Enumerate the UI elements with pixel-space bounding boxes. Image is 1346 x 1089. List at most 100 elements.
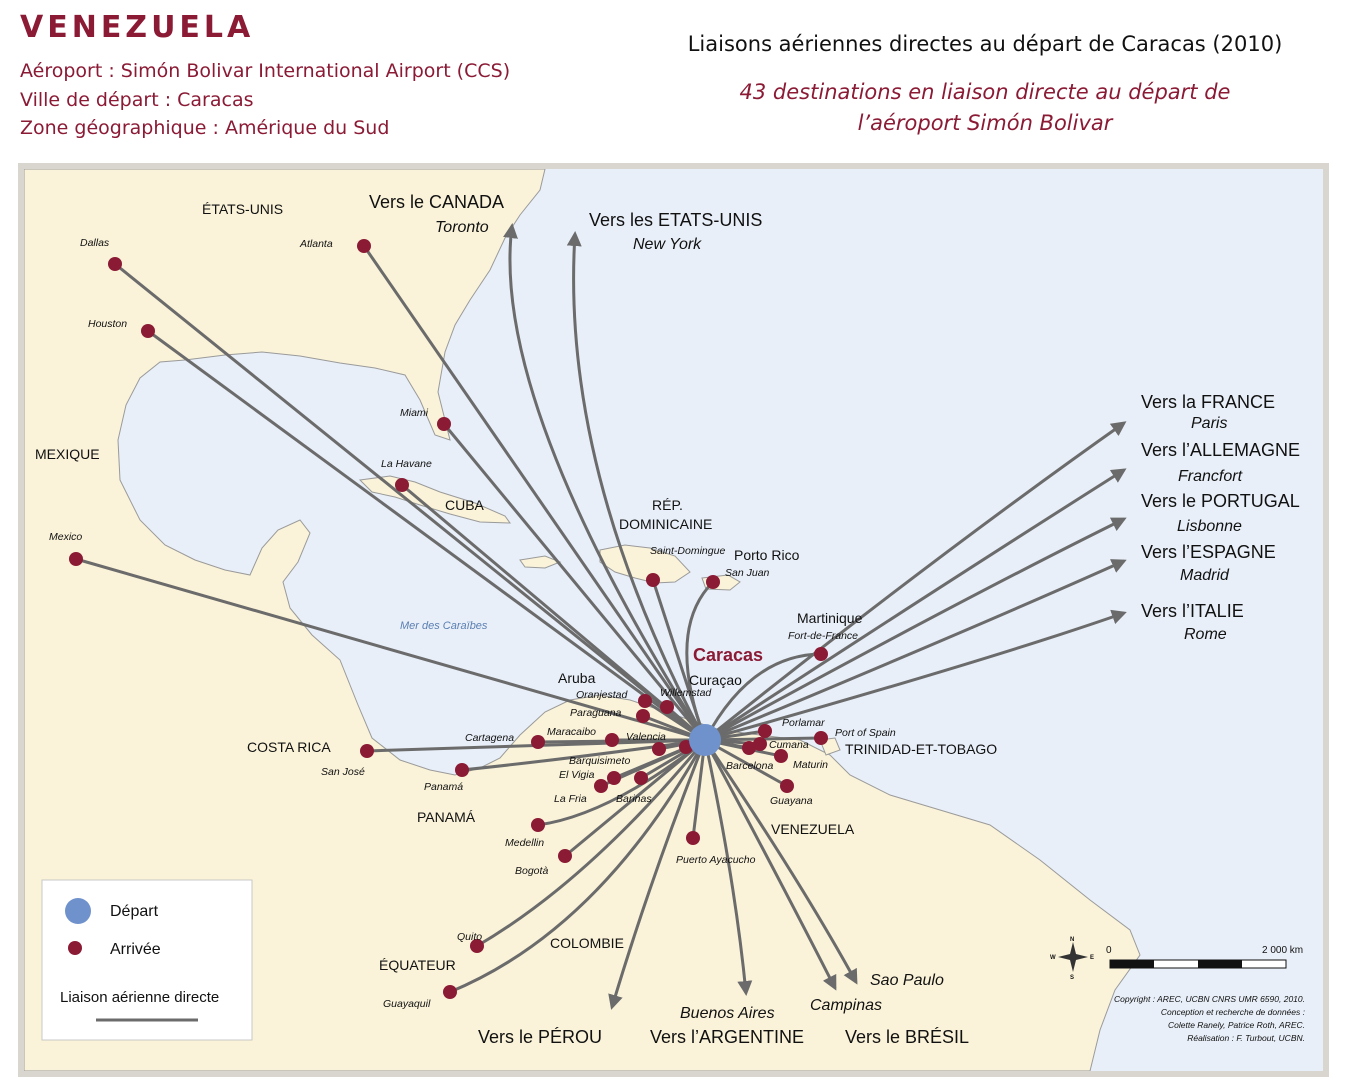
map-title: Liaisons aériennes directes au départ de…: [687, 32, 1283, 56]
dot-atlanta: [357, 239, 371, 253]
dot-bogota: [558, 849, 572, 863]
credit-line-4: Réalisation : F. Turbout, UCBN.: [1187, 1033, 1305, 1043]
label-curacao: Curaçao: [689, 672, 742, 688]
airport-line: Aéroport : Simón Bolivar International A…: [20, 60, 511, 82]
label-dallas: Dallas: [80, 237, 110, 249]
label-cartagena: Cartagena: [465, 732, 514, 744]
label-maracaibo: Maracaibo: [547, 726, 596, 738]
dot-cartagena: [531, 735, 545, 749]
label-vers-portugal: Vers le PORTUGAL: [1141, 491, 1300, 511]
label-puerto-ayacucho: Puerto Ayacucho: [676, 854, 756, 866]
dot-el-vigia: [594, 779, 608, 793]
legend-route-label: Liaison aérienne directe: [60, 989, 219, 1006]
label-vers-canada: Vers le CANADA: [369, 192, 504, 212]
label-vers-allemagne: Vers l’ALLEMAGNE: [1141, 440, 1300, 460]
label-vers-france: Vers la FRANCE: [1141, 392, 1275, 412]
label-bogota: Bogotà: [515, 865, 548, 877]
dot-medellin: [531, 818, 545, 832]
dot-paraguana: [636, 709, 650, 723]
country-title: VENEZUELA: [20, 10, 255, 45]
dot-maracaibo: [605, 733, 619, 747]
dot-quito: [470, 939, 484, 953]
compass-s: S: [1070, 975, 1074, 981]
label-rep: RÉP.: [652, 497, 683, 513]
route-puerto-ayacucho: [691, 739, 707, 839]
map-frame: [18, 163, 1329, 1077]
route-quito: [476, 739, 707, 948]
label-panama-city: Panamá: [424, 781, 463, 793]
label-cuba: CUBA: [445, 497, 485, 513]
label-willemstad: Willemstad: [660, 687, 712, 699]
north-america-land: [24, 169, 1141, 1071]
dot-saint-domingue: [646, 573, 660, 587]
compass-w: W: [1050, 955, 1056, 961]
dot-guayaquil: [443, 985, 457, 999]
label-panama: PANAMÁ: [417, 809, 476, 825]
label-new-york: New York: [633, 236, 702, 253]
route-perou: [608, 739, 707, 1010]
dot-houston: [141, 324, 155, 338]
dot-valencia: [652, 742, 666, 756]
route-panama: [461, 738, 706, 772]
label-barcelona: Barcelona: [726, 760, 773, 772]
legend: Départ Arrivée Liaison aérienne directe: [41, 879, 253, 1041]
label-maturin: Maturin: [793, 759, 828, 771]
label-vers-argentine: Vers l’ARGENTINE: [650, 1027, 804, 1047]
label-vers-espagne: Vers l’ESPAGNE: [1141, 542, 1276, 562]
sea-label: Mer des Caraïbes: [400, 620, 488, 632]
route-houston: [147, 329, 706, 742]
credit-line-2: Conception et recherche de données :: [1161, 1007, 1306, 1017]
dot-mexico: [69, 552, 83, 566]
label-campinas: Campinas: [810, 997, 882, 1014]
dot-barcelona: [742, 741, 756, 755]
dot-port-of-spain: [814, 731, 828, 745]
arrival-dots: [69, 239, 828, 999]
label-la-fria: La Fria: [554, 793, 587, 805]
label-venezuela: VENEZUELA: [771, 821, 855, 837]
label-lisbonne: Lisbonne: [1177, 518, 1242, 535]
legend-departure-swatch: [65, 898, 91, 924]
country-labels: ÉTATS-UNIS MEXIQUE CUBA RÉP. DOMINICAINE…: [35, 201, 997, 973]
label-guayana: Guayana: [770, 795, 813, 807]
label-vers-perou: Vers le PÉROU: [478, 1027, 602, 1047]
label-valencia: Valencia: [626, 731, 666, 743]
route-rome: [704, 609, 1127, 742]
label-la-havane: La Havane: [381, 458, 432, 470]
dot-san-jose: [360, 744, 374, 758]
label-cumana: Cumana: [769, 739, 809, 751]
label-porto-rico: Porto Rico: [734, 547, 800, 563]
city-labels: Dallas Atlanta Houston Miami La Havane M…: [49, 237, 896, 1010]
label-paris: Paris: [1191, 415, 1227, 432]
label-vers-italie: Vers l’ITALIE: [1141, 601, 1244, 621]
legend-arrival-label: Arrivée: [110, 941, 161, 958]
compass-rose: N S E W: [1050, 937, 1094, 981]
departure-hub-caracas: [689, 724, 721, 756]
label-etats-unis: ÉTATS-UNIS: [202, 201, 283, 217]
label-buenos-aires: Buenos Aires: [680, 1005, 775, 1022]
route-lisbonne: [704, 517, 1127, 742]
label-barquisimeto: Barquisimeto: [569, 755, 630, 767]
label-vers-bresil: Vers le BRÉSIL: [845, 1027, 969, 1047]
dot-dallas: [108, 257, 122, 271]
long-haul-labels: Vers le CANADA Toronto Vers les ETATS-UN…: [369, 192, 1300, 1047]
label-sao-paulo: Sao Paulo: [870, 972, 944, 989]
compass-star-icon: [1058, 942, 1088, 972]
label-saint-domingue: Saint-Domingue: [650, 545, 725, 557]
label-equateur: ÉQUATEUR: [379, 957, 456, 973]
subtitle-line-1: 43 destinations en liaison directe au dé…: [739, 80, 1231, 104]
label-colombie: COLOMBIE: [550, 935, 624, 951]
label-mexico: Mexico: [49, 531, 82, 543]
route-francfort: [704, 468, 1127, 742]
label-porlamar: Porlamar: [782, 717, 825, 729]
route-miami: [442, 423, 707, 741]
legend-arrival-swatch: [68, 941, 82, 955]
label-trinidad: TRINIDAD-ET-TOBAGO: [845, 741, 997, 757]
route-mexico: [75, 557, 706, 742]
label-el-vigia: El Vigia: [559, 769, 595, 781]
label-rome: Rome: [1184, 626, 1227, 643]
label-quito: Quito: [457, 931, 482, 943]
scale-bar: 0 2 000 km: [1106, 945, 1303, 969]
route-new-york: [566, 231, 707, 741]
label-dominicaine: DOMINICAINE: [619, 516, 712, 532]
route-bogota: [564, 738, 706, 858]
